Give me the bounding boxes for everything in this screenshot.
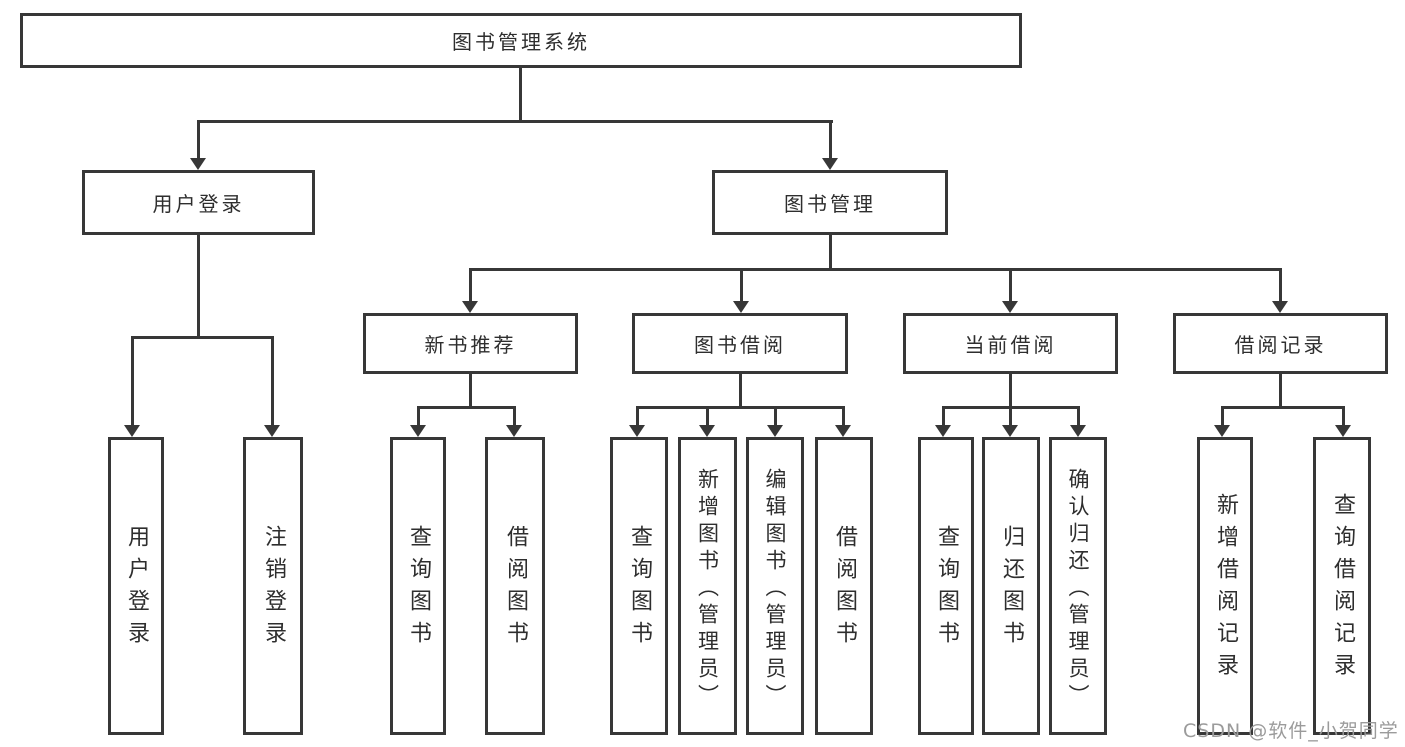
connector-borrow-stub [739, 374, 742, 406]
arrow-down-icon [1272, 301, 1288, 313]
connector-shaft [636, 406, 639, 425]
connector-records-bar [1221, 406, 1345, 409]
connector-shaft [513, 406, 516, 425]
node-label: 查询图书 [934, 525, 959, 653]
arrow-down-icon [822, 158, 838, 170]
csdn-watermark: CSDN @软件_小贺同学 [1183, 720, 1399, 742]
node-label: 图书管理系统 [452, 30, 590, 54]
connector-shaft [1342, 406, 1345, 425]
leaf-return-books: 归还图书 [982, 437, 1040, 735]
connector-shaft [1279, 268, 1282, 301]
node-label: 归还图书 [999, 525, 1024, 653]
arrow-down-icon [264, 425, 280, 437]
arrow-down-icon [1214, 425, 1230, 437]
node-label: 新书推荐 [424, 333, 517, 357]
connector-root-bar [197, 120, 833, 123]
connector-shaft [1221, 406, 1224, 425]
arrow-down-icon [629, 425, 645, 437]
node-label: 新增借阅记录 [1213, 493, 1238, 685]
node-label: 查询图书 [627, 525, 652, 653]
leaf-add-books-admin: 新增图书（管理员） [678, 437, 737, 735]
leaf-edit-books-admin: 编辑图书（管理员） [746, 437, 804, 735]
arrow-down-icon [733, 301, 749, 313]
connector-shaft [842, 406, 845, 425]
connector-shaft [829, 120, 832, 158]
node-label: 新增图书（管理员） [695, 467, 720, 711]
arrow-down-icon [506, 425, 522, 437]
connector-shaft [271, 336, 274, 425]
leaf-user-login: 用户登录 [108, 437, 164, 735]
leaf-recommend-borrow-books: 借阅图书 [485, 437, 545, 735]
arrow-down-icon [699, 425, 715, 437]
node-label: 查询图书 [406, 525, 431, 653]
connector-shaft [197, 120, 200, 158]
node-borrow-records: 借阅记录 [1173, 313, 1388, 374]
connector-shaft [131, 336, 134, 425]
leaf-query-borrow-record: 查询借阅记录 [1313, 437, 1371, 735]
connector-recommend-bar [417, 406, 516, 409]
connector-shaft [1009, 268, 1012, 301]
node-root-system: 图书管理系统 [20, 13, 1022, 68]
node-label: 编辑图书（管理员） [763, 467, 787, 711]
connector-shaft [942, 406, 945, 425]
arrow-down-icon [767, 425, 783, 437]
connector-shaft [1009, 406, 1012, 425]
arrow-down-icon [190, 158, 206, 170]
leaf-current-query-books: 查询图书 [918, 437, 974, 735]
node-label: 查询借阅记录 [1330, 493, 1355, 685]
arrow-down-icon [462, 301, 478, 313]
connector-root-stub [519, 68, 522, 120]
connector-book-mgmt-stub [829, 235, 832, 268]
node-label: 图书借阅 [694, 333, 786, 357]
node-book-management: 图书管理 [712, 170, 948, 235]
arrow-down-icon [124, 425, 140, 437]
node-label: 确认归还（管理员） [1066, 467, 1090, 711]
arrow-down-icon [1002, 301, 1018, 313]
connector-records-stub [1279, 374, 1282, 406]
connector-borrow-bar [636, 406, 845, 409]
connector-shaft [1077, 406, 1080, 425]
connector-shaft [706, 406, 709, 425]
node-label: 注销登录 [261, 525, 286, 653]
node-label: 借阅图书 [503, 525, 528, 653]
arrow-down-icon [1070, 425, 1086, 437]
leaf-logout: 注销登录 [243, 437, 303, 735]
connector-user-login-bar [131, 336, 274, 339]
connector-user-login-stub [197, 235, 200, 336]
connector-shaft [469, 268, 472, 301]
node-label: 借阅图书 [832, 525, 857, 653]
node-label: 当前借阅 [964, 333, 1057, 357]
connector-current-stub [1009, 374, 1012, 406]
node-new-book-recommend: 新书推荐 [363, 313, 578, 374]
node-label: 用户登录 [124, 525, 149, 653]
connector-shaft [740, 268, 743, 301]
node-current-borrow: 当前借阅 [903, 313, 1118, 374]
leaf-recommend-query-books: 查询图书 [390, 437, 446, 735]
arrow-down-icon [835, 425, 851, 437]
node-label: 用户登录 [152, 192, 245, 216]
node-book-borrow: 图书借阅 [632, 313, 848, 374]
leaf-borrow-query-books: 查询图书 [610, 437, 668, 735]
leaf-confirm-return-admin: 确认归还（管理员） [1049, 437, 1107, 735]
node-label: 图书管理 [784, 192, 876, 216]
connector-shaft [774, 406, 777, 425]
node-user-login: 用户登录 [82, 170, 315, 235]
arrow-down-icon [935, 425, 951, 437]
node-label: 借阅记录 [1234, 333, 1327, 357]
leaf-add-borrow-record: 新增借阅记录 [1197, 437, 1253, 735]
leaf-borrow-books: 借阅图书 [815, 437, 873, 735]
arrow-down-icon [410, 425, 426, 437]
connector-shaft [417, 406, 420, 425]
arrow-down-icon [1335, 425, 1351, 437]
connector-recommend-stub [469, 374, 472, 406]
arrow-down-icon [1002, 425, 1018, 437]
connector-book-mgmt-bar [469, 268, 1282, 271]
